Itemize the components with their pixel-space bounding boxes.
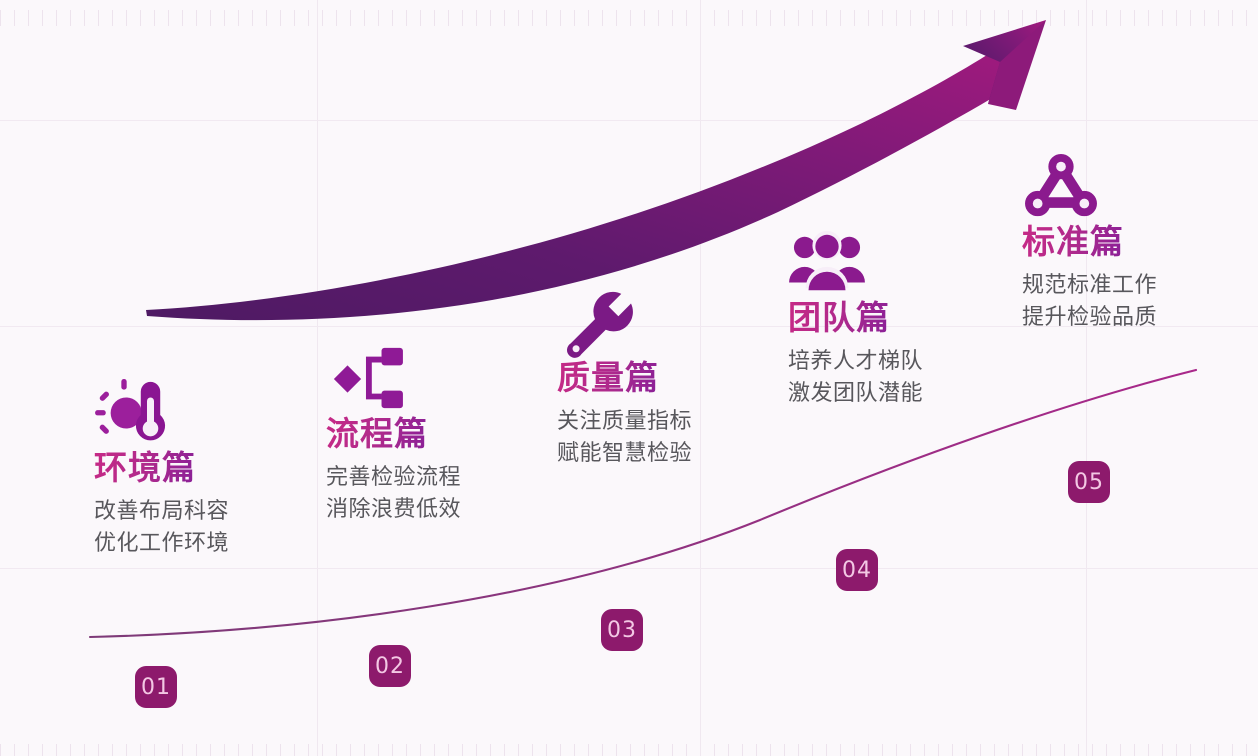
step-title: 环境篇: [94, 449, 229, 486]
step-desc-line1: 改善布局科容: [94, 498, 230, 524]
step-badge-02[interactable]: 02: [369, 645, 411, 687]
step-item-03[interactable]: 质量篇 关注质量指标 赋能智慧检验: [557, 288, 692, 468]
guide-curve: [88, 368, 1198, 639]
arrow-head-shade: [988, 20, 1046, 110]
step-item-02[interactable]: 流程篇 完善检验流程 消除浪费低效: [326, 344, 461, 524]
step-badge-05[interactable]: 05: [1068, 461, 1110, 503]
arrow-shaft: [146, 44, 1026, 321]
step-desc-line1: 培养人才梯队: [788, 348, 924, 374]
step-title: 团队篇: [788, 299, 923, 336]
network-nodes-icon: [1025, 153, 1097, 217]
step-badge-01[interactable]: 01: [135, 666, 177, 708]
step-item-01[interactable]: 环境篇 改善布局科容 优化工作环境: [94, 378, 229, 558]
step-desc-line2: 提升检验品质: [1022, 303, 1158, 329]
step-desc-line1: 关注质量指标: [557, 408, 693, 434]
step-title: 标准篇: [1022, 223, 1157, 260]
flowchart-icon: [333, 347, 403, 409]
step-desc-line2: 激发团队潜能: [788, 379, 924, 405]
wrench-icon: [567, 291, 633, 358]
sun-thermometer-icon: [95, 378, 166, 441]
step-badge-03[interactable]: 03: [601, 609, 643, 651]
step-item-04[interactable]: 团队篇 培养人才梯队 激发团队潜能: [788, 228, 923, 408]
team-people-icon: [789, 230, 865, 291]
step-title: 流程篇: [326, 415, 461, 452]
step-desc-line1: 完善检验流程: [326, 464, 462, 490]
step-desc-line1: 规范标准工作: [1022, 272, 1158, 298]
step-badge-04[interactable]: 04: [836, 549, 878, 591]
step-item-05[interactable]: 标准篇 规范标准工作 提升检验品质: [1022, 152, 1157, 332]
step-desc-line2: 消除浪费低效: [326, 495, 462, 521]
step-title: 质量篇: [557, 359, 692, 396]
step-desc-line2: 赋能智慧检验: [557, 439, 693, 465]
step-desc-line2: 优化工作环境: [94, 529, 230, 555]
